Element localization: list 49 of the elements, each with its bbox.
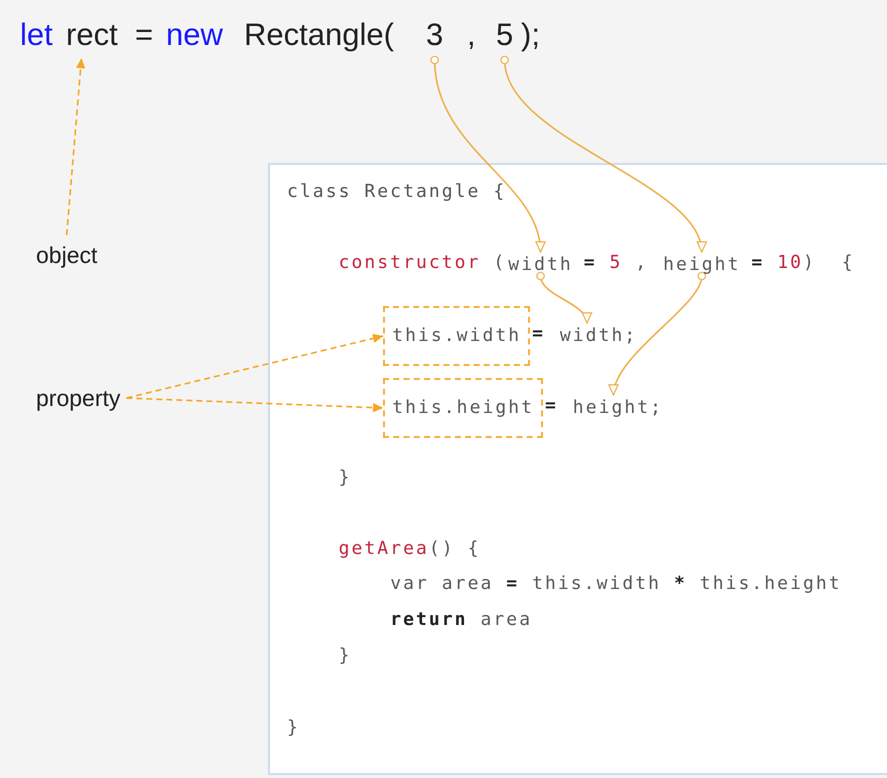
code-token: } (338, 467, 352, 489)
code-panel (268, 163, 887, 775)
keyword: new (166, 16, 223, 54)
code-token: height; (572, 397, 664, 419)
code-token: class Rectangle { (287, 181, 506, 203)
code-token: rect (66, 16, 118, 54)
code-token: area (480, 609, 532, 631)
keyword: let (20, 16, 53, 54)
code-token: ( (493, 252, 506, 274)
code-token: Rectangle( (244, 16, 394, 54)
code-token: { (842, 252, 855, 274)
code-token: , (635, 252, 648, 274)
annotation-label: object (36, 241, 98, 269)
dashed-arrow (126, 334, 384, 399)
code-token: constructor (338, 252, 480, 274)
dashed-arrow (66, 58, 86, 236)
dashed-arrow (126, 397, 384, 412)
code-token: getArea (338, 538, 429, 560)
property-highlight: this.width (383, 306, 530, 366)
code-token: return (390, 609, 468, 631)
code-token: } (287, 717, 300, 739)
arrow (610, 272, 706, 396)
code-token: ) (803, 252, 816, 274)
code-token: 5 (610, 252, 622, 274)
code-token: = (584, 252, 597, 274)
code-token: , (467, 16, 476, 54)
code-token: () { (428, 538, 480, 560)
code-token: = (751, 252, 764, 274)
code-token: = (135, 16, 154, 54)
code-token: this.width (532, 573, 662, 595)
arrow (430, 56, 544, 253)
code-token: this.height (700, 573, 842, 595)
code-token: = (532, 323, 545, 345)
code-token: 10 (777, 252, 803, 274)
code-token: = (506, 573, 520, 595)
code-token: height (663, 254, 740, 276)
code-token: 3 (426, 16, 444, 54)
annotation-label: property (36, 384, 120, 412)
arrow (536, 272, 590, 324)
code-token: ); (521, 16, 540, 54)
code-token: width; (560, 325, 638, 347)
code-token: 5 (496, 16, 514, 54)
arrow (500, 56, 705, 253)
property-highlight: this.height (383, 378, 544, 438)
code-token: = (545, 395, 558, 417)
code-token: width (508, 254, 573, 276)
code-token: } (338, 645, 352, 667)
code-token: * (674, 573, 687, 595)
code-token: var area (390, 573, 494, 595)
